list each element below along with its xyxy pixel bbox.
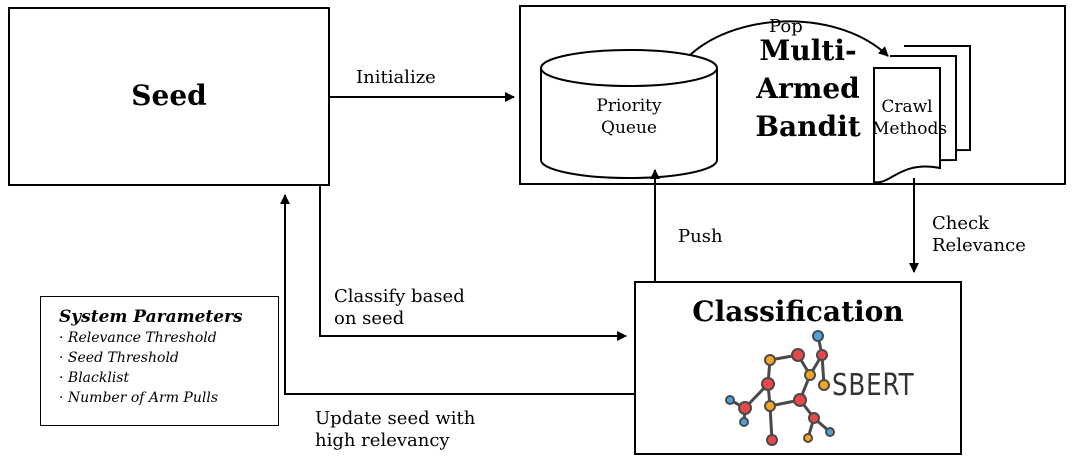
pop-label: Pop: [769, 16, 803, 37]
classify-label: Classify based on seed: [334, 286, 465, 330]
seed-title: Seed: [131, 79, 207, 112]
param-number-of-arm-pulls: Number of Arm Pulls: [67, 390, 219, 406]
crawl-methods-label: Crawl Methods: [872, 96, 948, 140]
pop-arrow: [689, 20, 889, 57]
update-seed-line-2: high relevancy: [315, 430, 450, 451]
push-label: Push: [678, 226, 723, 247]
priority-queue-cylinder: [540, 49, 718, 179]
classification-box: Classification: [634, 281, 962, 455]
system-parameters-box: System Parameters · Relevance Threshold …: [40, 296, 279, 426]
crawl-methods-line-2: Methods: [872, 119, 948, 139]
update-seed-line-1: Update seed with: [315, 408, 476, 429]
param-item: · Blacklist: [59, 370, 130, 386]
system-parameters-heading: System Parameters: [59, 307, 243, 327]
priority-queue-line-1: Priority: [596, 96, 662, 116]
check-relevance-line-2: Relevance: [932, 235, 1026, 256]
classify-line-2: on seed: [334, 308, 405, 329]
priority-queue-label: Priority Queue: [575, 95, 683, 139]
classify-line-1: Classify based: [334, 286, 465, 307]
classify-arrow: [319, 186, 627, 341]
param-blacklist: Blacklist: [67, 370, 130, 386]
crawl-methods-line-1: Crawl: [881, 97, 933, 117]
priority-queue-line-2: Queue: [601, 118, 657, 138]
update-seed-arrow: [280, 194, 634, 395]
param-relevance-threshold: Relevance Threshold: [67, 330, 217, 346]
param-item: · Seed Threshold: [59, 350, 179, 366]
mab-title-line-1: Multi-: [759, 34, 857, 67]
mab-title-line-2: Armed: [756, 72, 860, 105]
crawl-methods-stack: [873, 45, 971, 184]
check-relevance-label: Check Relevance: [932, 213, 1026, 257]
mab-title: Multi- Armed Bandit: [738, 32, 878, 146]
mab-title-line-3: Bandit: [755, 110, 861, 143]
param-seed-threshold: Seed Threshold: [67, 350, 179, 366]
sbert-logo-nodes: [725, 330, 835, 446]
sbert-logo-text: SBERT: [832, 368, 915, 403]
update-seed-label: Update seed with high relevancy: [315, 408, 475, 452]
initialize-label: Initialize: [356, 67, 436, 88]
seed-box: Seed: [8, 7, 330, 186]
classification-title: Classification: [692, 295, 904, 328]
param-item: · Relevance Threshold: [59, 330, 217, 346]
mab-box: [519, 5, 1066, 185]
check-relevance-line-1: Check: [932, 213, 990, 234]
param-item: · Number of Arm Pulls: [59, 390, 219, 406]
